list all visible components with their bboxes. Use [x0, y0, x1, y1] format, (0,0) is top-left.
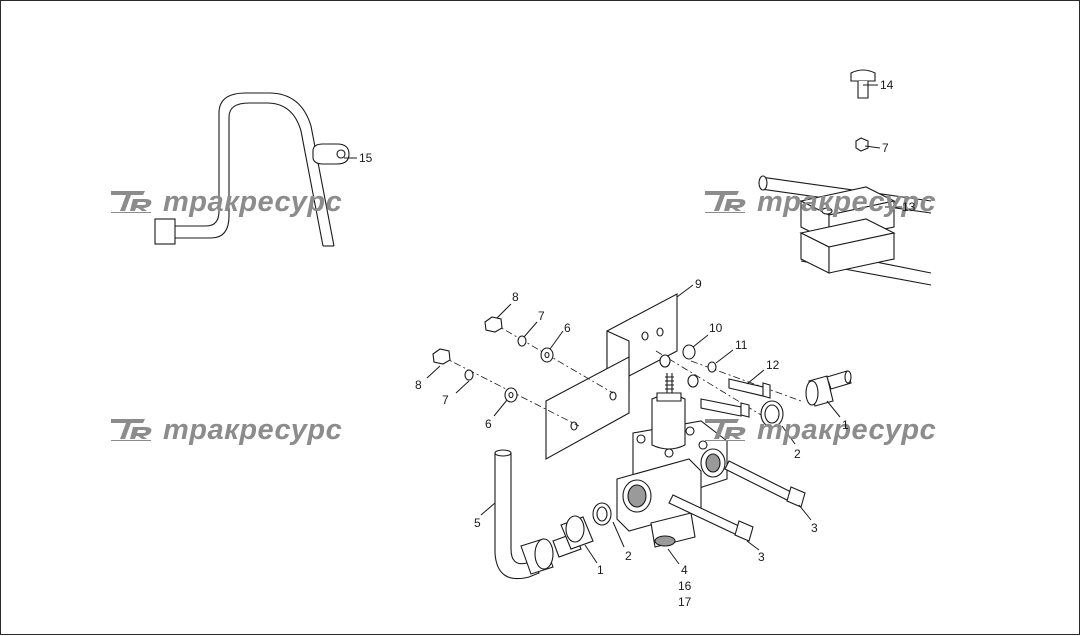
- callout-7: 7: [442, 393, 449, 407]
- callout-4: 4: [681, 563, 688, 577]
- clamp-assembly-13: [758, 69, 932, 286]
- callout-6: 6: [564, 321, 571, 335]
- callout-7: 7: [882, 141, 889, 155]
- callout-16: 16: [678, 579, 692, 593]
- brand-logo-icon: [705, 419, 746, 441]
- callout-3: 3: [758, 550, 765, 564]
- watermark: трaкресурс: [111, 187, 383, 217]
- bracket-9: [545, 293, 678, 460]
- brand-logo-icon: [111, 191, 152, 213]
- fasteners-left: [432, 316, 554, 403]
- watermark-text: трaкресурс: [757, 414, 937, 446]
- leader-lines: [344, 84, 902, 565]
- callout-9: 9: [695, 277, 702, 291]
- callout-14: 14: [880, 78, 894, 92]
- callout-12: 12: [766, 358, 780, 372]
- callout-15: 15: [359, 151, 373, 165]
- callout-5: 5: [474, 516, 481, 530]
- brand-logo-icon: [705, 191, 746, 213]
- callout-13: 13: [902, 200, 916, 214]
- callout-10: 10: [709, 321, 723, 335]
- callout-8: 8: [415, 378, 422, 392]
- tube-assembly-15: [154, 92, 350, 247]
- callout-1: 1: [597, 563, 604, 577]
- callout-3: 3: [811, 521, 818, 535]
- fitting-1-right: [760, 370, 852, 428]
- fasteners-right: [659, 344, 771, 418]
- fitting-1-left: [520, 502, 612, 575]
- callout-11: 11: [735, 338, 748, 352]
- callout-7: 7: [538, 309, 545, 323]
- watermark: трaкресурс: [705, 187, 977, 217]
- watermark: трaкресурс: [111, 415, 383, 445]
- callout-2: 2: [625, 549, 632, 563]
- callout-17: 17: [678, 595, 692, 609]
- watermark-text: трaкресурс: [163, 186, 343, 218]
- callout-1: 1: [842, 418, 849, 432]
- banjo-bolts-3: [668, 460, 806, 542]
- callout-6: 6: [485, 417, 492, 431]
- watermark: трaкресурс: [705, 415, 977, 445]
- callout-2: 2: [794, 447, 801, 461]
- watermark-text: трaкресурс: [757, 186, 937, 218]
- valve-body-4: [616, 373, 728, 548]
- brand-logo-icon: [111, 419, 152, 441]
- callout-8: 8: [512, 290, 519, 304]
- watermark-text: трaкресурс: [163, 414, 343, 446]
